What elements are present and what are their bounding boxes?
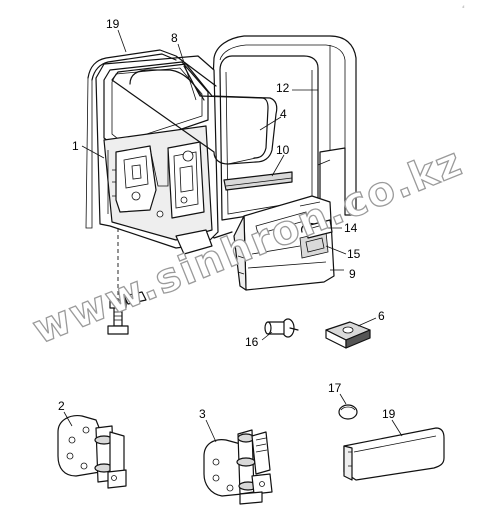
callout-4: 4 (280, 107, 287, 121)
glass-channel (223, 171, 293, 191)
callout-6: 6 (378, 309, 385, 323)
callouts: 19 8 1 4 12 10 14 15 9 6 16 2 3 17 19 (58, 17, 396, 421)
inner-handle (305, 219, 333, 239)
callout-10: 10 (276, 143, 290, 157)
callout-16: 16 (245, 335, 259, 349)
hinge-bolt (107, 228, 147, 335)
callout-15: 15 (347, 247, 361, 261)
callout-1: 1 (72, 139, 79, 153)
callout-14: 14 (344, 221, 358, 235)
watermark-text: www.sinhron.co.kz (27, 139, 470, 354)
callout-17: 17 (328, 381, 342, 395)
callout-2: 2 (58, 399, 65, 413)
part-17-plug (338, 404, 358, 420)
door-assembly (85, 49, 219, 255)
hinge-part-3 (203, 429, 273, 505)
corner-mark: ⅎ (462, 4, 465, 10)
callout-19: 19 (382, 407, 396, 421)
hinge-part-2 (57, 415, 127, 489)
door-glass (111, 63, 278, 165)
part-19-cover (343, 427, 445, 481)
callout-3: 3 (199, 407, 206, 421)
callout-9: 9 (349, 267, 356, 281)
part-6-block (325, 321, 371, 349)
leader-lines (63, 29, 403, 443)
door-trim-panel (233, 195, 335, 291)
callout-12: 12 (276, 81, 290, 95)
part-16-clip (264, 318, 299, 338)
callout-13: 19 (106, 17, 120, 31)
callout-8: 8 (171, 31, 178, 45)
